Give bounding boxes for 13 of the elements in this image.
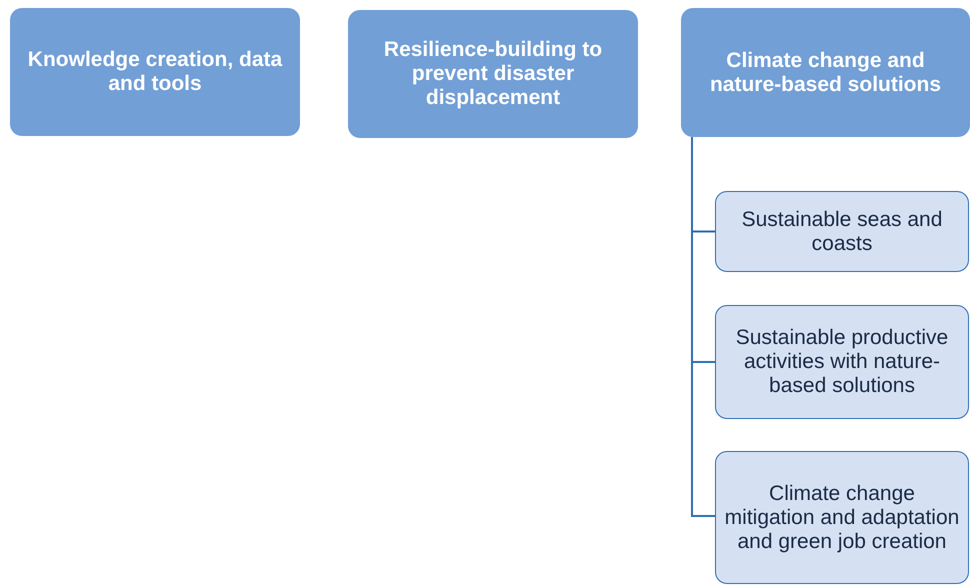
box-label: Sustainable seas and coasts	[740, 208, 944, 256]
box-label: Knowledge creation, data and tools	[26, 48, 284, 96]
category-box	[681, 8, 970, 137]
box-label: Climate change and nature-based solutions	[708, 48, 942, 96]
subcategory-box	[715, 451, 969, 584]
box-label: Climate change mitigation and adaptation and green job creation	[724, 482, 960, 554]
box-label: Sustainable productive activities with nature-based solutions	[734, 326, 950, 398]
box-label: Resilience-building to prevent disaster displacement	[382, 38, 604, 110]
subcategory-box	[715, 191, 969, 272]
category-box	[348, 10, 638, 138]
connector-line	[691, 137, 715, 517]
subcategory-box	[715, 305, 969, 419]
category-box	[10, 8, 300, 136]
